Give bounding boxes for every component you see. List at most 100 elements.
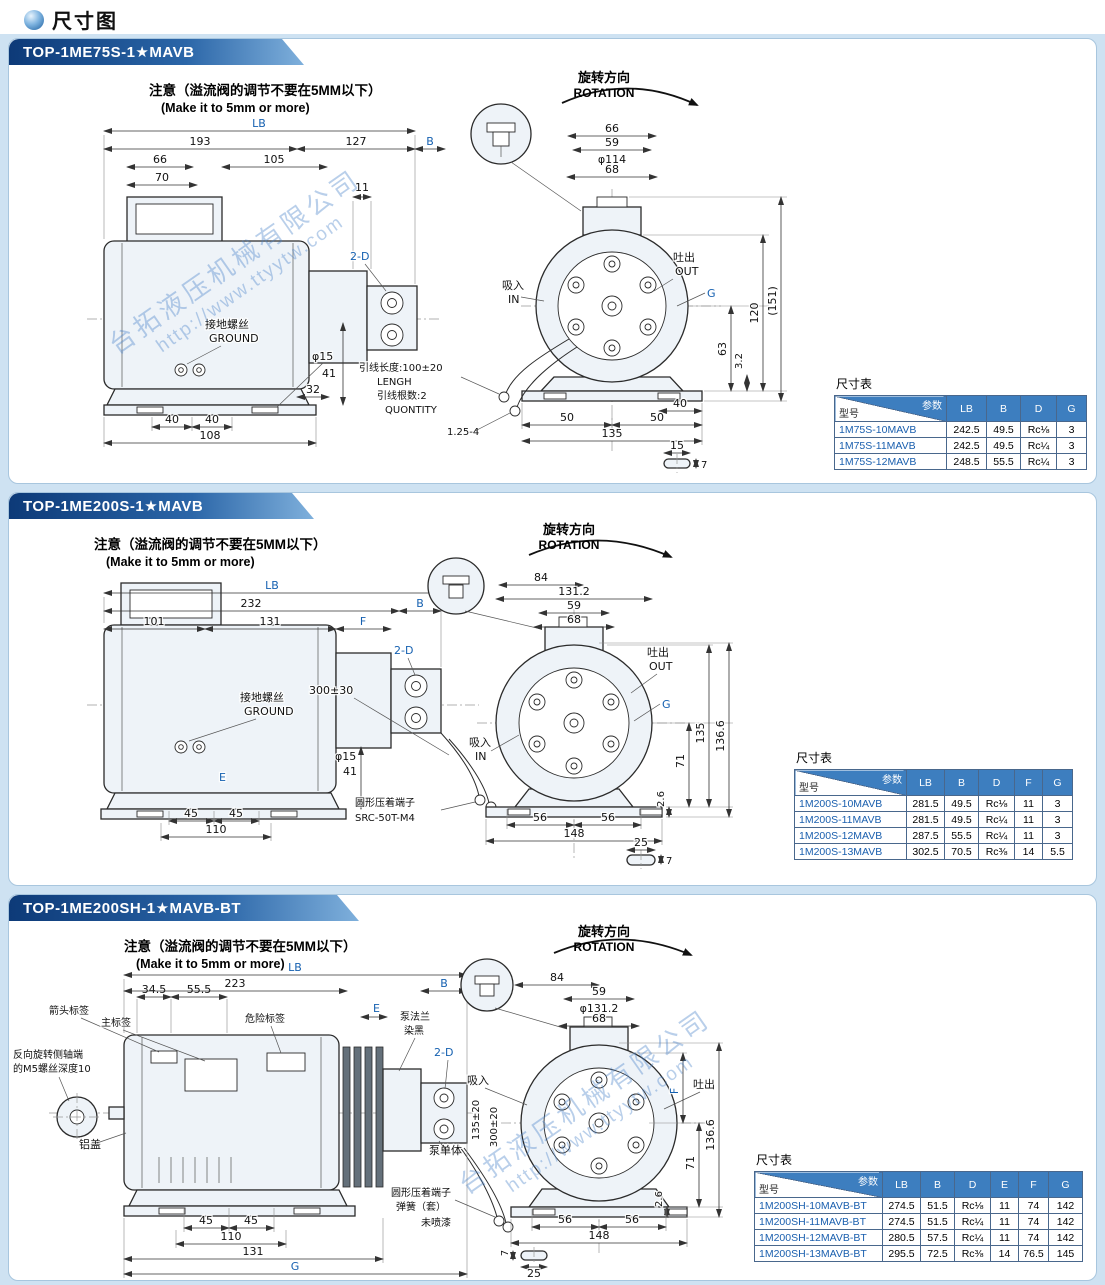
lug-label: 1.25-4 (447, 427, 479, 438)
table-row: 1M200SH-12MAVB-BT 280.5 57.5 Rc¼ 11 74 1… (754, 1229, 1083, 1246)
unpainted-label: 未喷漆 (421, 1216, 451, 1229)
inlet-label-cn: 吸入 (469, 736, 491, 749)
value-cell: Rc¼ (954, 1229, 991, 1246)
lead-count-label: 引线根数:2 (377, 389, 427, 402)
model-cell: 1M200SH-10MAVB-BT (754, 1197, 883, 1214)
value-cell: 49.5 (986, 437, 1021, 454)
drawing-1me200sh-bt: 34.5 55.5 箭头标签 主标签 危险标签 泵法兰 染黑 LB 223 B … (12, 938, 723, 1281)
table-row: 1M200S-12MAVB 287.5 55.5 Rc¼ 11 3 (794, 827, 1073, 844)
front-view: 84 131.2 59 68 吐出 OUT G 吸入 IN 71 135 (427, 539, 733, 869)
blackened-label: 染黑 (404, 1024, 424, 1037)
rotation-label-en: ROTATION (573, 86, 635, 100)
caution-note-cn: 注意（溢流阀的调节不要在5MM以下） (149, 83, 382, 98)
dim-41: 41 (322, 367, 336, 380)
section-title: TOP-1ME75S-1★MAVB (23, 44, 195, 61)
dim-b: B (440, 977, 448, 990)
column-header: G (1056, 395, 1087, 422)
caution-note: 注意（溢流阀的调节不要在5MM以下） (Make it to 5mm or mo… (124, 935, 357, 971)
caution-note: 注意（溢流阀的调节不要在5MM以下） (Make it to 5mm or mo… (149, 79, 382, 115)
value-cell: 11 (1014, 795, 1043, 812)
shaft-end-detail (53, 1093, 101, 1141)
dim-3-2: 3.2 (734, 353, 745, 369)
value-cell: 51.5 (920, 1197, 955, 1214)
dim-g: G (707, 287, 716, 300)
table-header-row: 参数 型号 LB B D G (834, 395, 1087, 422)
value-cell: 3 (1056, 421, 1087, 438)
lead-length-label-en: LENGH (377, 377, 412, 388)
side-view: 34.5 55.5 箭头标签 主标签 危险标签 泵法兰 染黑 LB 223 B … (12, 960, 514, 1278)
dim-15: 15 (670, 439, 684, 452)
dim-148: 148 (564, 827, 585, 840)
rotation-label: 旋转方向 ROTATION (549, 67, 659, 100)
dim-2d: 2-D (394, 644, 413, 657)
value-cell: Rc⅛ (1020, 421, 1057, 438)
terminal-label-cn: 圆形压着端子 (391, 1186, 451, 1199)
dim-223: 223 (225, 977, 246, 990)
section-title: TOP-1ME200SH-1★MAVB-BT (23, 900, 242, 917)
value-cell: 11 (1014, 811, 1043, 828)
dim-45b: 45 (244, 1214, 258, 1227)
dim-68: 68 (605, 163, 619, 176)
side-view: 接地螺丝 GROUND LB 193 127 B 66 105 70 11 2-… (87, 116, 446, 447)
value-cell: 49.5 (986, 421, 1021, 438)
dim-300-20: 300±20 (489, 1107, 500, 1147)
lead-wires (498, 338, 578, 417)
section-title: TOP-1ME200S-1★MAVB (23, 498, 204, 515)
model-cell: 1M200S-12MAVB (794, 827, 907, 844)
value-cell: Rc⅛ (978, 795, 1015, 812)
column-header: D (1020, 395, 1057, 422)
dim-f: F (668, 1088, 681, 1094)
column-header: D (954, 1171, 991, 1198)
value-cell: 242.5 (946, 421, 987, 438)
table-row: 1M200SH-11MAVB-BT 274.5 51.5 Rc¼ 11 74 1… (754, 1213, 1083, 1230)
table-title: 尺寸表 (756, 1153, 793, 1167)
model-cell: 1M75S-11MAVB (834, 437, 947, 454)
column-header: G (1048, 1171, 1083, 1198)
value-cell: 281.5 (906, 795, 945, 812)
column-header: LB (946, 395, 987, 422)
dim-136-6: 136.6 (714, 720, 727, 752)
corner-header: 参数 型号 (754, 1171, 883, 1198)
slot-detail (663, 454, 691, 473)
terminal-model-label: SRC-50T-M4 (355, 813, 415, 824)
spring-sleeve-label: 弹簧（套） (396, 1200, 446, 1213)
caution-note-en: (Make it to 5mm or more) (161, 101, 310, 115)
dim-232: 232 (241, 597, 262, 610)
ground-label-en: GROUND (244, 705, 294, 718)
dim-phi15: φ15 (335, 750, 356, 763)
mounting-base (100, 792, 347, 820)
dim-59: 59 (605, 136, 619, 149)
column-header: F (1014, 769, 1043, 796)
model-cell: 1M200SH-13MAVB-BT (754, 1245, 883, 1262)
dim-63: 63 (716, 342, 729, 356)
model-cell: 1M200S-10MAVB (794, 795, 907, 812)
dim-45a: 45 (184, 807, 198, 820)
lead-wires (456, 1142, 514, 1233)
value-cell: 14 (1014, 843, 1043, 860)
outlet-label-cn: 吐出 (673, 250, 695, 264)
pump-unit-label: 泵单体 (429, 1143, 462, 1157)
dim-40a: 40 (165, 413, 179, 426)
value-cell: Rc⅜ (954, 1245, 991, 1262)
dim-e: E (373, 1002, 380, 1015)
dim-135: 135 (602, 427, 623, 440)
corner-model-label: 型号 (799, 783, 819, 794)
value-cell: Rc⅜ (978, 843, 1015, 860)
dim-34-5: 34.5 (142, 983, 167, 996)
dim-2-6: 2.6 (656, 791, 667, 807)
dim-84: 84 (534, 571, 548, 584)
value-cell: 72.5 (920, 1245, 955, 1262)
value-cell: 5.5 (1042, 843, 1073, 860)
value-cell: 248.5 (946, 453, 987, 470)
terminal-box (120, 582, 222, 626)
value-cell: 302.5 (906, 843, 945, 860)
terminal-box (126, 196, 223, 244)
table-row: 1M200SH-13MAVB-BT 295.5 72.5 Rc⅜ 14 76.5… (754, 1245, 1083, 1262)
corner-param-label: 参数 (858, 1177, 878, 1188)
model-cell: 1M200SH-11MAVB-BT (754, 1213, 883, 1230)
ground-screws (174, 363, 206, 377)
table-row: 1M75S-10MAVB 242.5 49.5 Rc⅛ 3 (834, 421, 1087, 438)
reverse-rotation-note-1: 反向旋转侧轴端 (13, 1048, 83, 1061)
caution-note-cn: 注意（溢流阀的调节不要在5MM以下） (124, 939, 357, 954)
dim-7: 7 (701, 460, 707, 471)
